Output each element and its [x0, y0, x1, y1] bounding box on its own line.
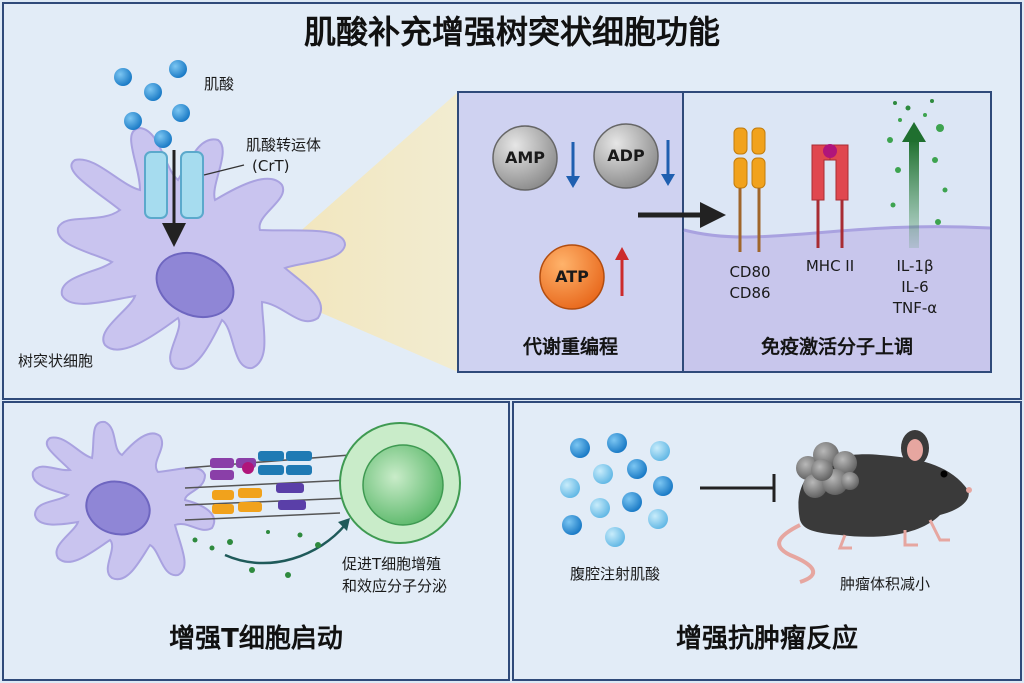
inhibition-arrow-icon [700, 474, 776, 502]
transporter-icon [144, 150, 245, 247]
cd80-label: CD80 [729, 263, 771, 281]
cytokine-arrow-icon [887, 99, 948, 248]
up-arrow-icon [615, 247, 629, 296]
creatine-label: 肌酸 [204, 75, 235, 93]
atp-label: ATP [555, 267, 589, 286]
transporter-label: 肌酸转运体 [246, 136, 322, 154]
tcell-annotation-line1: 促进T细胞增殖 [342, 555, 442, 573]
cd86-label: CD86 [729, 284, 771, 302]
immune-caption: 免疫激活分子上调 [760, 336, 913, 358]
adp-molecule-icon [593, 123, 659, 189]
injection-label: 腹腔注射肌酸 [569, 565, 660, 583]
tnfa-label: TNF-α [892, 299, 938, 317]
mhc-receptor-icon [811, 144, 849, 248]
creatine-molecule-icon [114, 60, 190, 148]
cell-membrane-line [683, 225, 991, 239]
down-arrow-icon [566, 140, 675, 188]
il1b-label: IL-1β [896, 257, 934, 275]
signal-arrow-icon [192, 518, 350, 578]
cd80-receptor-icon [733, 127, 766, 252]
amp-molecule-icon [492, 125, 558, 191]
tcell-annotation-line2: 和效应分子分泌 [342, 577, 448, 595]
mhc-label: MHC II [805, 257, 855, 275]
amp-label: AMP [504, 148, 546, 167]
dendritic-cell-icon [56, 126, 347, 371]
tumor-icon [796, 442, 859, 498]
dendritic-cell-icon [31, 420, 215, 581]
creatine-molecule-icon [560, 433, 673, 547]
transporter-abbrev-label: (CrT) [252, 157, 290, 175]
figure-title: 肌酸补充增强树突状细胞功能 [303, 13, 720, 51]
tcell-caption: 增强T细胞启动 [169, 624, 343, 654]
right-arrow-icon [638, 202, 726, 228]
synapse-receptors [184, 451, 351, 521]
antitumor-caption: 增强抗肿瘤反应 [675, 624, 858, 654]
dendritic-cell-label: 树突状细胞 [18, 352, 94, 370]
t-cell-icon [339, 422, 461, 544]
cell-membrane-area [684, 226, 990, 371]
adp-label: ADP [607, 146, 645, 165]
tumor-label: 肿瘤体积减小 [839, 575, 930, 593]
bottom-right-panel-frame [512, 401, 1022, 681]
metabolism-caption: 代谢重编程 [522, 336, 618, 358]
il6-label: IL-6 [901, 278, 929, 296]
atp-molecule-icon [539, 244, 605, 310]
